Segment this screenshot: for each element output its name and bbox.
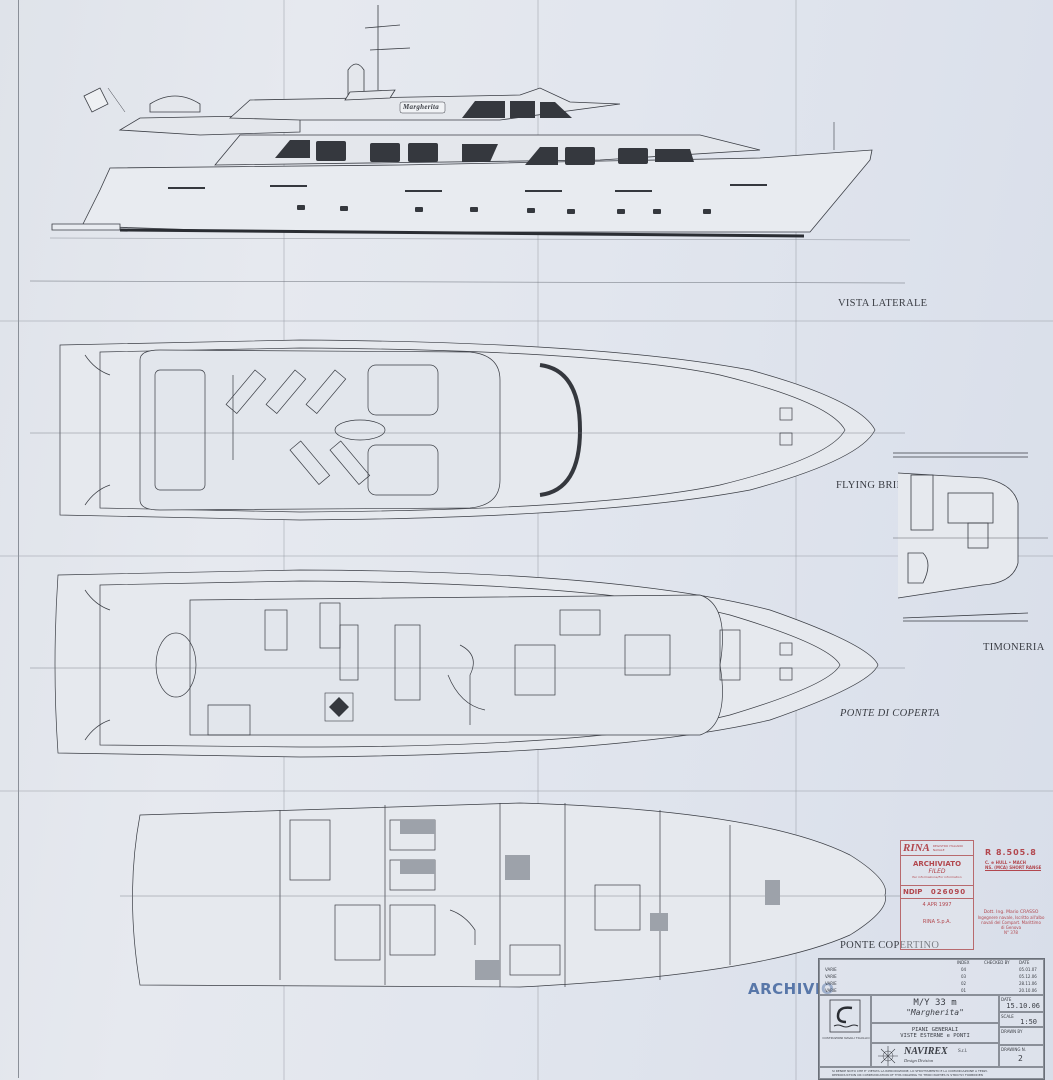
company-cell: NAVIREX S.r.l. Design Division <box>871 1043 999 1067</box>
vessel-length: M/Y 33 m <box>913 998 957 1008</box>
company-name: NAVIREX <box>904 1046 948 1057</box>
builder-logo-icon <box>829 999 861 1033</box>
side-elevation-drawing <box>29 5 911 284</box>
paper-fold <box>537 0 539 1080</box>
vessel-title-cell: M/Y 33 m "Margherita" <box>871 995 999 1023</box>
drawing-title-cell: PIANI GENERALI VISTE ESTERNE e PONTI <box>871 1023 999 1043</box>
drawing-date: 15.10.06 <box>1006 1002 1040 1010</box>
view-label-side: VISTA LATERALE <box>838 298 928 309</box>
vessel-name: "Margherita" <box>906 1008 964 1017</box>
title-block: INDEX CHECKED BY DATE VARIE 04 05.01.07 … <box>818 958 1045 1080</box>
drawn-by-cell: DRAWN BY <box>999 1027 1044 1045</box>
view-label-flying-bridge: FLYING BRIDGE <box>836 480 920 491</box>
archived-status: ARCHIVIATO <box>912 860 962 868</box>
archive-stamp: ARCHIVIO <box>748 980 835 998</box>
revision-table <box>819 959 1044 995</box>
engineer-stamp: Dott. Ing. Mario CRASSO Ingegnere navale… <box>977 910 1045 935</box>
compass-rose-icon <box>878 1046 898 1066</box>
paper-fold <box>283 0 285 1080</box>
scale-cell: SCALE 1:50 <box>999 1012 1044 1027</box>
ndip-number: 026090 <box>930 888 967 896</box>
hull-name-plate: Margherita <box>403 103 440 111</box>
drawing-scale: 1:50 <box>1020 1018 1037 1026</box>
view-label-main-deck: PONTE DI COPERTA <box>840 708 940 719</box>
paper-fold <box>0 555 1053 557</box>
paper-fold <box>0 320 1053 322</box>
wheelhouse-plan-drawing <box>893 452 1048 622</box>
main-deck-plan-drawing <box>30 569 905 758</box>
drawing-number-cell: DRAWING N. 2 <box>999 1045 1044 1067</box>
lower-deck-plan-drawing <box>120 802 900 988</box>
paper-fold <box>795 0 797 1080</box>
flying-bridge-plan-drawing <box>30 339 905 521</box>
drawing-number: 2 <box>1018 1054 1023 1063</box>
class-notation: R 8.505.8 C. ⊕ HULL • MACH NS. (MCA) SHO… <box>985 848 1042 871</box>
rina-archive-stamp: RINA REGISTRO ITALIANO NAVALE ARCHIVIATO… <box>900 840 974 950</box>
view-label-lower-deck: PONTE COPERTINO <box>840 940 940 951</box>
drawing-border <box>18 0 1052 1078</box>
disclaimer: SI RENDE NOTO CHE E' VIETATA LA RIPRODUZ… <box>819 1067 1044 1079</box>
rina-logo: RINA <box>903 842 930 854</box>
date-cell: DATE 15.10.06 <box>999 995 1044 1012</box>
builder-logo-cell: COSTRUZIONI NAVALI TIGULLIO <box>819 995 871 1067</box>
paper-fold <box>0 790 1053 792</box>
stamp-date: 4 APR 1997 <box>901 898 973 911</box>
view-label-wheelhouse: TIMONERIA <box>983 642 1045 653</box>
